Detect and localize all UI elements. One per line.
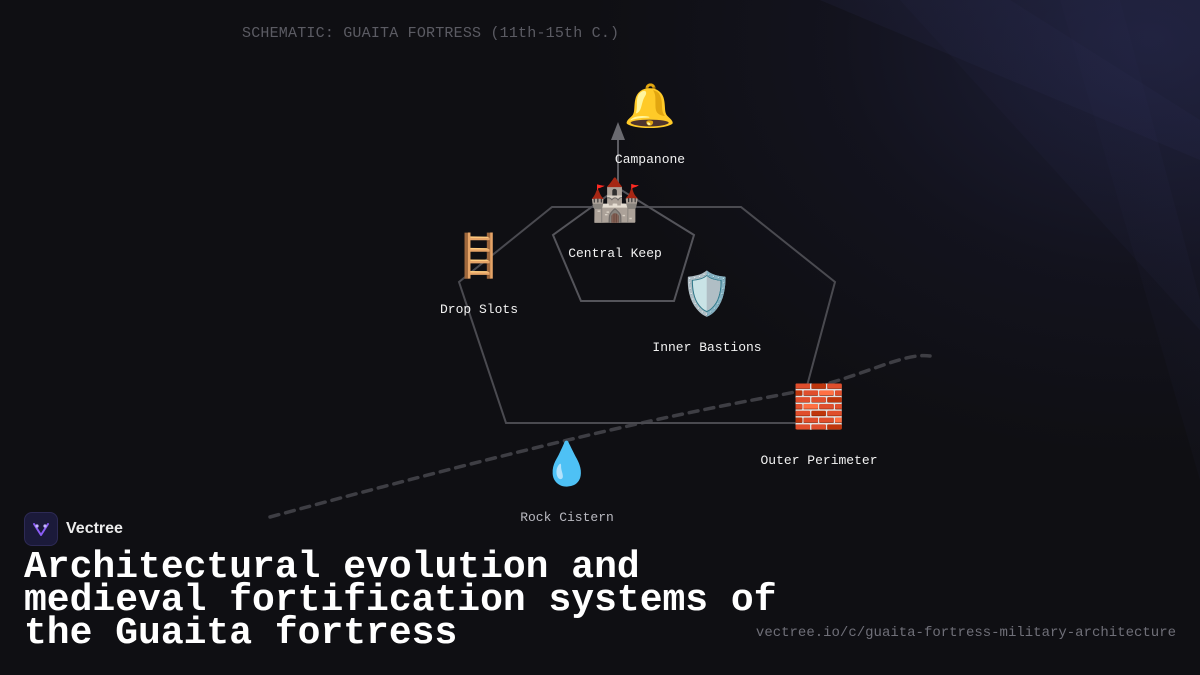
bell-icon: 🔔 xyxy=(623,85,677,133)
node-central-keep: 🏰 Central Keep xyxy=(568,178,662,261)
schematic-title: SCHEMATIC: GUAITA FORTRESS (11th-15th C.… xyxy=(242,25,620,42)
vectree-logo-icon xyxy=(24,512,58,546)
node-label-drop-slots: Drop Slots xyxy=(439,302,519,317)
water-drop-icon: 💧 xyxy=(540,443,594,491)
approach-path xyxy=(268,353,932,519)
node-label-campanone: Campanone xyxy=(614,152,686,167)
node-label-central-keep: Central Keep xyxy=(568,246,662,261)
node-rock-cistern: 💧 Rock Cistern xyxy=(520,442,614,525)
castle-icon: 🏰 xyxy=(588,179,642,227)
node-label-outer-perimeter: Outer Perimeter xyxy=(760,453,878,468)
node-label-inner-bastions: Inner Bastions xyxy=(652,340,762,355)
brand-name: Vectree xyxy=(66,520,123,537)
node-outer-perimeter: 🧱 Outer Perimeter xyxy=(760,385,877,468)
brick-wall-icon: 🧱 xyxy=(792,386,846,434)
node-campanone: 🔔 Campanone xyxy=(615,84,685,167)
ladder-icon: 🪜 xyxy=(452,235,506,283)
shield-icon: 🛡️ xyxy=(680,273,734,321)
node-label-rock-cistern: Rock Cistern xyxy=(520,510,614,525)
source-url[interactable]: vectree.io/c/guaita-fortress-military-ar… xyxy=(755,625,1176,641)
brand[interactable]: Vectree xyxy=(24,512,123,546)
outer-wall-outline xyxy=(457,206,837,424)
page-title: Architectural evolution and medieval for… xyxy=(24,546,777,655)
arrowhead-campanone xyxy=(611,122,625,140)
node-drop-slots: 🪜 Drop Slots xyxy=(440,234,518,317)
inner-keep-outline xyxy=(551,186,696,302)
node-inner-bastions: 🛡️ Inner Bastions xyxy=(652,272,761,355)
